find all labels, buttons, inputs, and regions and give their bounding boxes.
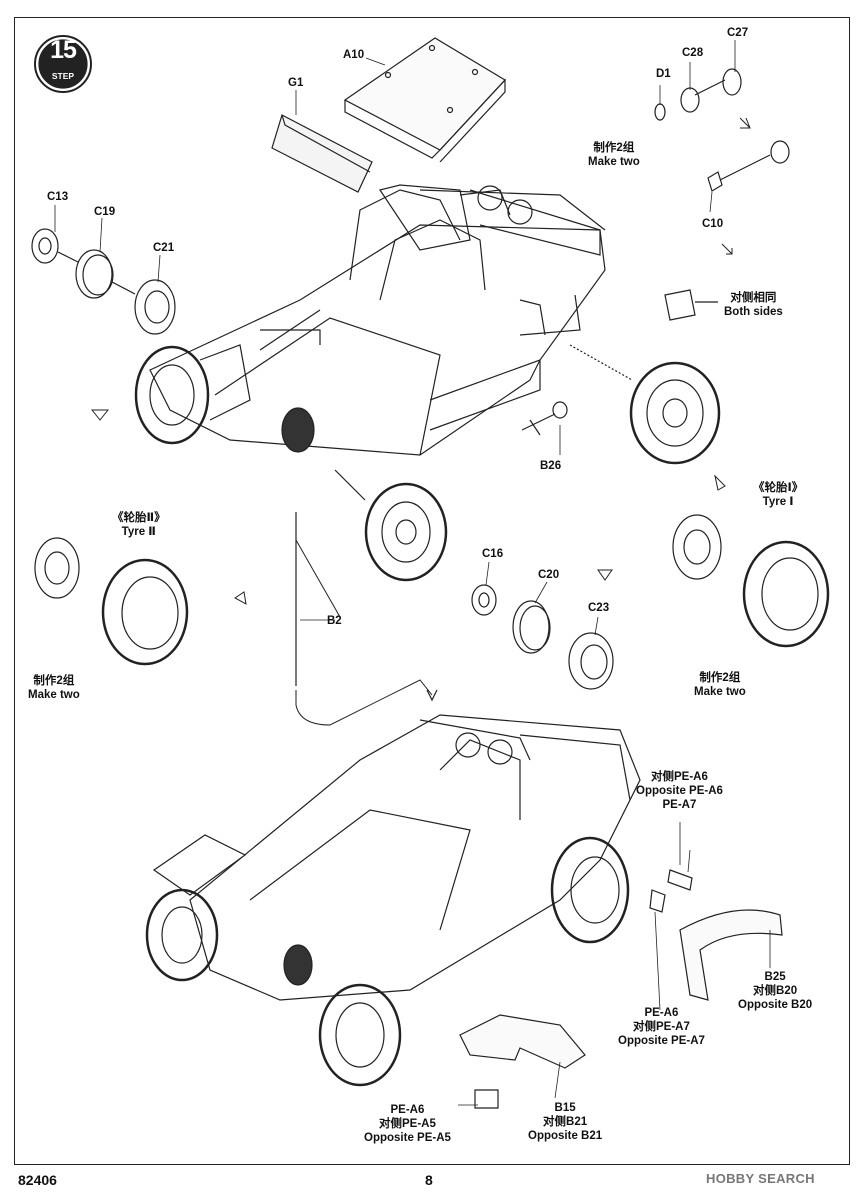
label-c16: C16 (482, 548, 504, 560)
label-c27: C27 (727, 27, 749, 39)
front-fender-b15-icon (459, 1014, 586, 1069)
label-c10: C10 (702, 218, 724, 230)
tyre-1-wheel-icon (672, 514, 830, 648)
label-c23: C23 (588, 602, 610, 614)
page-frame (14, 17, 850, 1165)
parts-c13-c19-c21-icon (31, 228, 176, 335)
label-c13: C13 (47, 191, 69, 203)
step-label: STEP (51, 71, 75, 81)
label-b2: B2 (327, 615, 342, 627)
watermark: HOBBY SEARCH (706, 1171, 815, 1186)
wheel-front-left-top-icon (134, 344, 315, 453)
step-badge-icon (34, 35, 92, 93)
parts-c16-c20-c23-icon (471, 584, 614, 690)
pe-parts-icon (474, 849, 693, 1109)
parts-d1-c27-c28-c10-icon (654, 68, 790, 321)
vehicle-bottom-icon (145, 714, 641, 1087)
label-a10: A10 (343, 49, 365, 61)
label-g1: G1 (288, 77, 304, 89)
label-c20: C20 (538, 569, 560, 581)
label-c28: C28 (682, 47, 704, 59)
label-b26: B26 (540, 460, 562, 472)
leader-lines-icon (54, 40, 771, 1106)
part-g1-windshield-icon (271, 114, 373, 193)
wheel-front-right-top-icon (334, 469, 448, 582)
vehicle-top-icon (149, 184, 606, 456)
rear-fender-b25-icon (679, 909, 783, 1001)
note-tyre-2: 《轮胎Ⅱ》Tyre Ⅱ (112, 512, 166, 538)
label-d1: D1 (656, 68, 671, 80)
label-c19: C19 (94, 206, 116, 218)
product-code: 82406 (18, 1172, 57, 1188)
flow-arrows-icon (90, 117, 751, 605)
page-number: 8 (425, 1172, 433, 1188)
wheel-rear-right-top-icon (569, 344, 721, 465)
part-a10-panel-icon (343, 37, 506, 163)
tyre-2-wheel-icon (34, 537, 189, 666)
note-tyre-1: 《轮胎Ⅰ》Tyre Ⅰ (753, 482, 804, 508)
part-b26-icon (521, 401, 568, 436)
label-c21: C21 (153, 242, 175, 254)
part-b2-antenna-icon (295, 512, 438, 726)
step-number: 15 (50, 36, 77, 64)
